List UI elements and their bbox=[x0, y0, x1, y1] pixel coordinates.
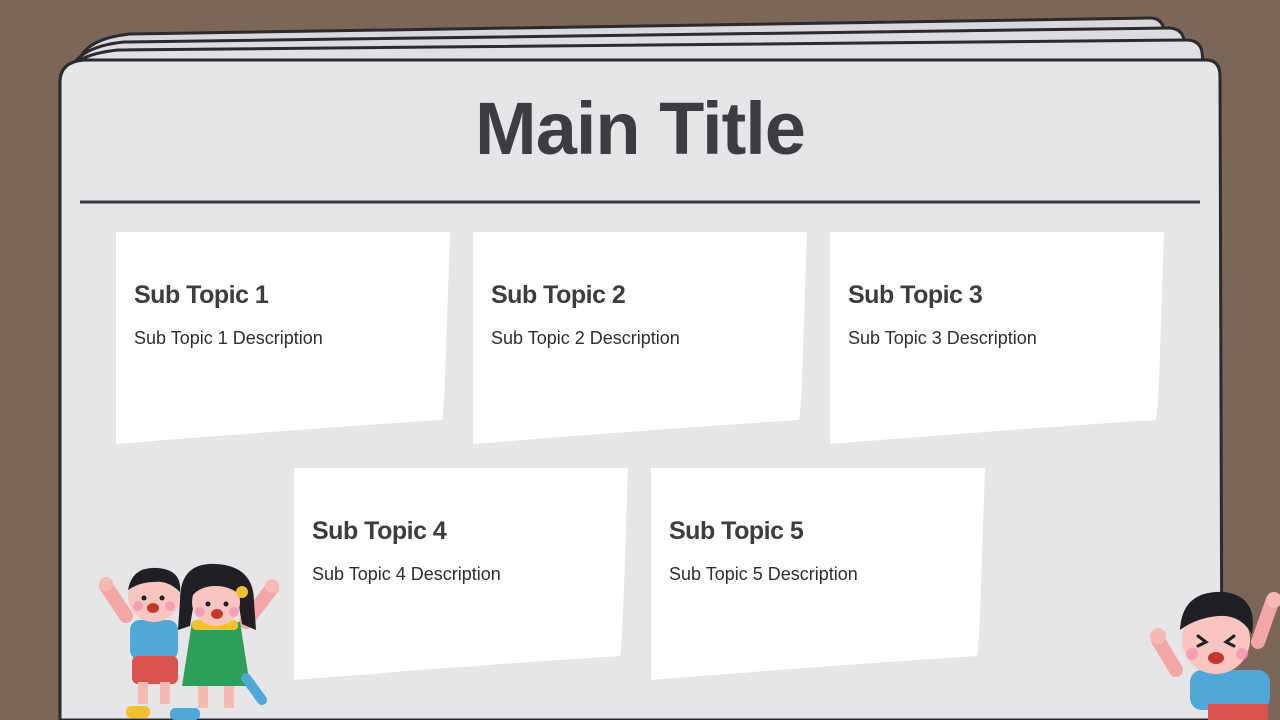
sub-topic-card-1: Sub Topic 1 Sub Topic 1 Description bbox=[116, 232, 450, 444]
sub-topic-card-5: Sub Topic 5 Sub Topic 5 Description bbox=[651, 468, 985, 680]
children-illustration-icon bbox=[99, 563, 279, 720]
card-paper-shape bbox=[473, 232, 807, 444]
card-description: Sub Topic 4 Description bbox=[312, 563, 501, 584]
card-description: Sub Topic 3 Description bbox=[848, 327, 1037, 348]
card-description: Sub Topic 1 Description bbox=[134, 327, 323, 348]
main-title: Main Title bbox=[475, 87, 806, 170]
card-title: Sub Topic 5 bbox=[669, 517, 804, 545]
card-paper-shape bbox=[116, 232, 450, 444]
card-description: Sub Topic 5 Description bbox=[669, 563, 858, 584]
card-title: Sub Topic 3 bbox=[848, 281, 983, 309]
card-paper-shape bbox=[651, 468, 985, 680]
card-description: Sub Topic 2 Description bbox=[491, 327, 680, 348]
sub-topic-card-3: Sub Topic 3 Sub Topic 3 Description bbox=[830, 232, 1164, 444]
card-title: Sub Topic 2 bbox=[491, 281, 626, 309]
card-title: Sub Topic 4 bbox=[312, 517, 447, 545]
card-title: Sub Topic 1 bbox=[134, 281, 269, 309]
boy-figure bbox=[99, 567, 181, 718]
card-paper-shape bbox=[830, 232, 1164, 444]
sub-topic-card-4: Sub Topic 4 Sub Topic 4 Description bbox=[294, 468, 628, 680]
sub-topic-card-2: Sub Topic 2 Sub Topic 2 Description bbox=[473, 232, 807, 444]
child-cheering-icon bbox=[1150, 591, 1280, 720]
card-paper-shape bbox=[294, 468, 628, 680]
girl-figure bbox=[170, 563, 279, 720]
